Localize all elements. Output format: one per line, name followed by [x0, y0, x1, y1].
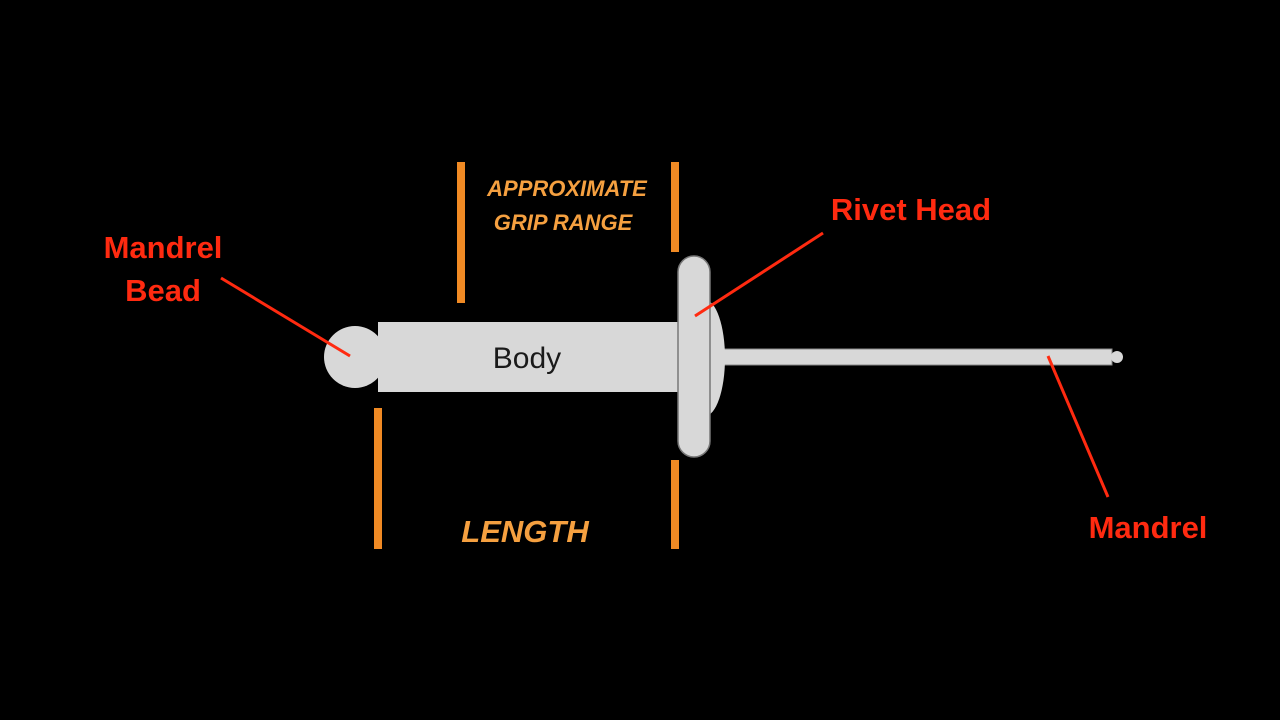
label-mandrel-bead-line2: Bead [125, 273, 201, 308]
label-length: LENGTH [461, 514, 589, 549]
label-body: Body [493, 342, 561, 375]
labels: Mandrel Bead Rivet Head Mandrel Body APP… [104, 176, 1208, 549]
label-mandrel-bead-line1: Mandrel [104, 230, 223, 265]
label-grip-range-line2: GRIP RANGE [494, 210, 634, 235]
length-right-marker [671, 460, 679, 549]
mandrel-tip [1111, 351, 1123, 363]
rivet-assembly [324, 255, 1123, 458]
label-grip-range-line1: APPROXIMATE [486, 176, 648, 201]
mandrel-leader [1046, 355, 1110, 498]
mandrel-bead [324, 326, 386, 388]
dimension-lines [374, 162, 679, 549]
grip-range-left-marker [457, 162, 465, 303]
label-rivet-head: Rivet Head [831, 192, 991, 227]
rivet-head-flange [677, 255, 711, 458]
callout-lines [220, 231, 1110, 498]
label-mandrel: Mandrel [1089, 510, 1208, 545]
length-left-marker [374, 408, 382, 549]
mandrel-bead-leader [220, 276, 351, 358]
rivet-head-leader [694, 231, 824, 318]
grip-range-right-marker [671, 162, 679, 252]
rivet-body [378, 322, 678, 392]
